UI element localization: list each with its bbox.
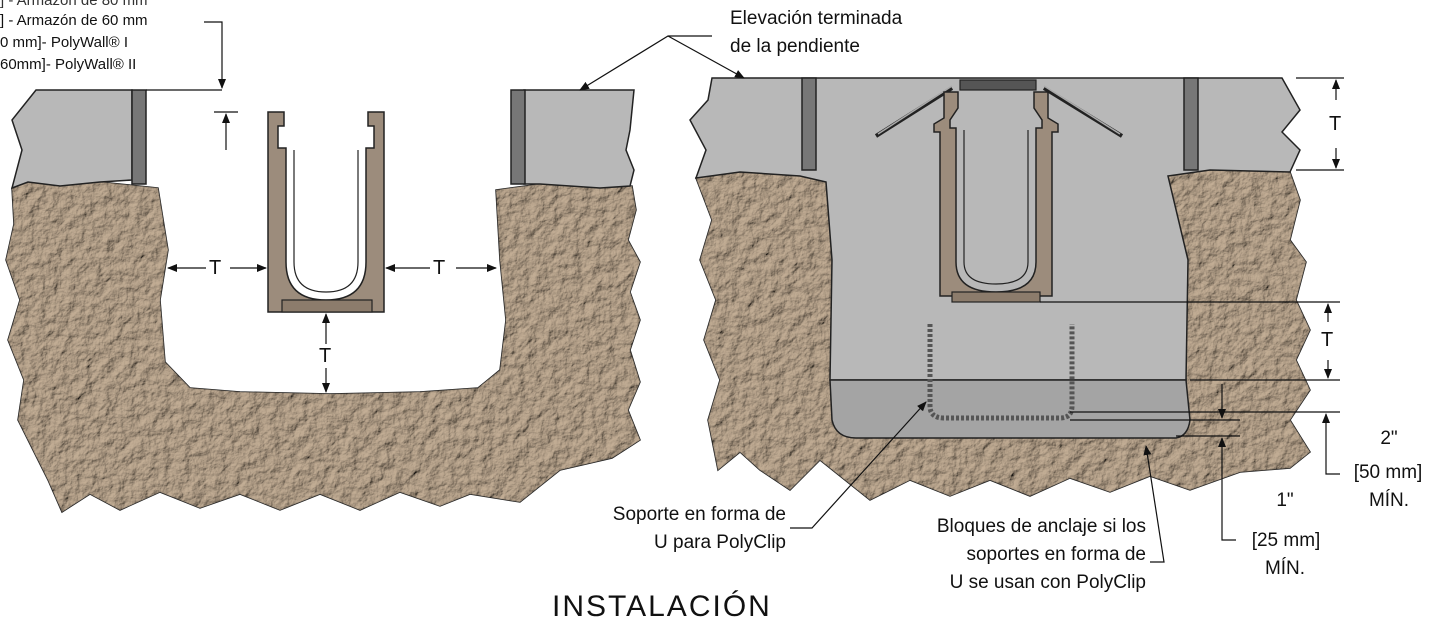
right-channel-inner (963, 130, 1029, 285)
right-concrete-lower (829, 379, 1191, 439)
note-line-1: ] - Armazón de 80 mm (0, 0, 148, 9)
u-support-label-2: U para PolyClip (654, 532, 786, 553)
note-line-3: 0 mm]- PolyWall® I (0, 34, 129, 51)
dim-t-left-wall: T (208, 257, 223, 279)
bottom-title: INSTALACIÓN (552, 590, 772, 623)
dim-1in-min: MÍN. (1264, 558, 1306, 579)
anchor-label-1: Bloques de anclaje si los (936, 516, 1146, 537)
dim-1in-metric: [25 mm] (1251, 530, 1321, 551)
right-form-board-b (1183, 77, 1199, 171)
grate (959, 79, 1037, 91)
note-line-2: ] - Armazón de 60 mm (0, 12, 148, 29)
finished-grade-label-2: de la pendiente (730, 36, 860, 57)
left-concrete-slab (10, 89, 133, 190)
u-support (927, 324, 1075, 421)
right-concrete-slab (523, 89, 635, 189)
dim-t-slab: T (1329, 113, 1342, 135)
right-form-board (510, 89, 526, 185)
u-support-label-1: Soporte en forma de (612, 504, 786, 525)
left-channel-inner (293, 150, 359, 293)
right-channel-base (951, 291, 1041, 303)
left-detail (5, 21, 641, 514)
left-channel-base (281, 299, 373, 313)
dim-t-right-wall: T (432, 257, 447, 279)
finished-grade-label-1: Elevación terminada (730, 8, 903, 29)
dim-2in-min: MÍN. (1368, 490, 1410, 511)
left-soil-texture (6, 182, 640, 512)
right-channel-body (933, 91, 1059, 297)
dim-t-base: T (1321, 329, 1334, 351)
finished-grade-leader (579, 35, 712, 91)
anchor-label-2: soportes en forma de (966, 544, 1146, 565)
anchor-leader (1143, 445, 1165, 563)
installation-diagram (5, 21, 1344, 563)
right-detail (689, 77, 1344, 541)
dim-1in: 1" (1276, 490, 1294, 511)
right-form-board-a (801, 77, 817, 171)
dim-2in-metric: [50 mm] (1353, 462, 1423, 483)
left-channel-body (267, 111, 385, 313)
left-form-board (131, 89, 147, 185)
dim-t-bottom: T (319, 345, 332, 367)
u-support-leader (790, 401, 927, 529)
note-line-4: 60mm]- PolyWall® II (0, 56, 137, 73)
anchor-label-3: U se usan con PolyClip (949, 572, 1146, 593)
dim-2in: 2" (1380, 428, 1398, 449)
